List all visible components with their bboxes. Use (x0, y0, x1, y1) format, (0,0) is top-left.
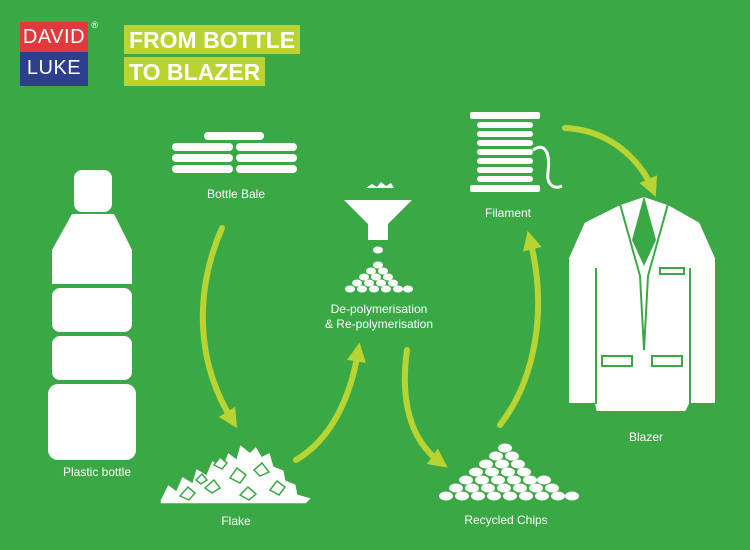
arrow-chips-to-filament (497, 230, 542, 428)
blazer-icon (567, 194, 717, 413)
label-depolymerisation: De-polymerisation & Re-polymerisation (310, 302, 448, 332)
page-title: FROM BOTTLE TO BLAZER (124, 25, 301, 89)
arrow-bale-to-flake (199, 225, 238, 429)
chips-pile-icon (439, 443, 579, 501)
title-line-2: TO BLAZER (124, 57, 266, 86)
title-line-1: FROM BOTTLE (124, 25, 301, 54)
david-luke-logo: DAVID LUKE ® (20, 20, 98, 86)
label-blazer: Blazer (628, 430, 663, 444)
label-flake: Flake (221, 514, 251, 528)
logo-line-2: LUKE (20, 52, 88, 86)
label-filament: Filament (484, 206, 531, 220)
arrow-flake-to-depoly (293, 342, 366, 463)
label-depoly-line-1: De-polymerisation (330, 302, 428, 316)
label-depoly-line-2: & Re-polymerisation (324, 317, 434, 331)
arrow-depoly-to-chips (401, 347, 448, 468)
flake-pile-icon (159, 442, 314, 505)
funnel-icon (344, 182, 413, 293)
logo-line-1: DAVID (20, 22, 88, 52)
bottle-bale-icon (172, 132, 297, 173)
filament-spool-icon (470, 112, 563, 192)
label-plastic-bottle: Plastic bottle (62, 465, 132, 479)
label-bottle-bale: Bottle Bale (206, 187, 266, 201)
plastic-bottle-icon (48, 170, 136, 460)
label-recycled-chips: Recycled Chips (464, 513, 548, 527)
registered-mark: ® (91, 20, 98, 30)
arrow-filament-to-blazer (562, 125, 658, 197)
